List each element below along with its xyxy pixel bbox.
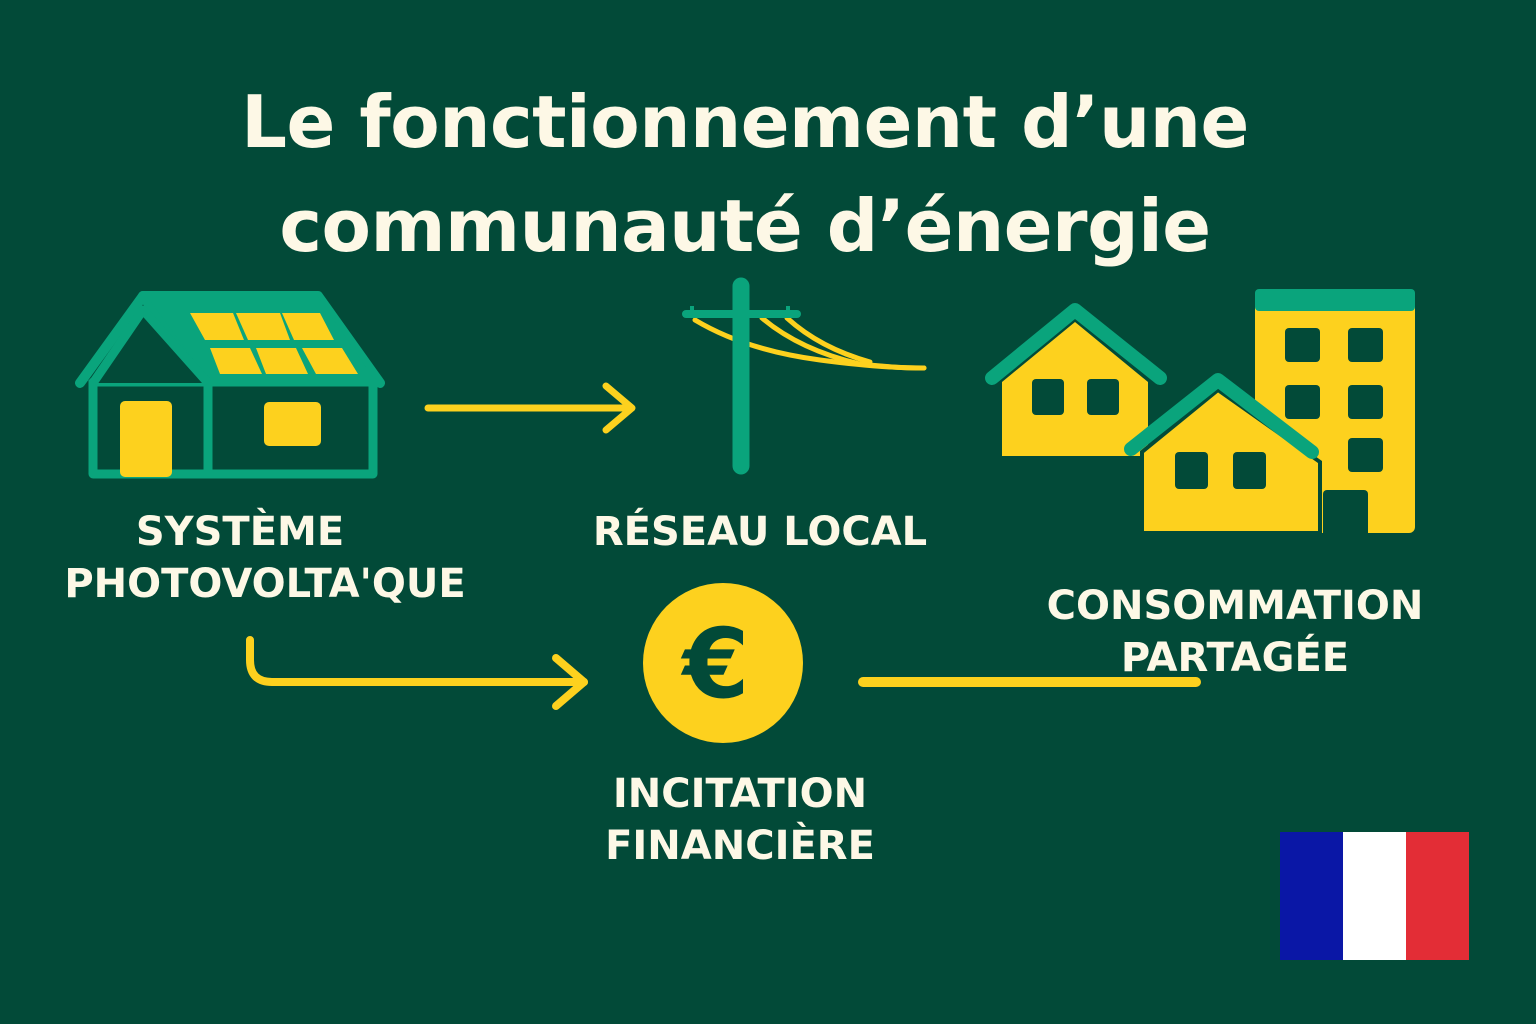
- label-consumption-line-1: CONSOMMATION: [1046, 583, 1424, 629]
- euro-coin-icon: €: [643, 583, 803, 743]
- label-incentive-line-1: INCITATION: [612, 771, 868, 817]
- label-pv-line-1: SYSTÈME: [135, 509, 345, 555]
- title-line-2: communauté d’énergie: [279, 184, 1211, 268]
- label-incentive: INCITATION FINANCIÈRE: [540, 768, 940, 872]
- label-consumption: CONSOMMATION PARTAGÉE: [1020, 580, 1450, 684]
- buildings-icon: [985, 289, 1415, 538]
- power-pole-icon: [682, 277, 927, 475]
- france-flag-icon: [1280, 832, 1469, 960]
- page-title: Le fonctionnement d’une communauté d’éne…: [0, 70, 1490, 278]
- flag-white-band: [1343, 832, 1406, 960]
- flag-blue-band: [1280, 832, 1343, 960]
- label-pv: SYSTÈME PHOTOVOLTA'QUE: [50, 506, 480, 610]
- arrow-pv-to-incentive: [246, 636, 588, 710]
- label-incentive-line-2: FINANCIÈRE: [605, 823, 875, 869]
- label-consumption-line-2: PARTAGÉE: [1120, 635, 1350, 681]
- flag-red-band: [1406, 832, 1469, 960]
- title-line-1: Le fonctionnement d’une: [241, 80, 1249, 164]
- arrow-pv-to-grid: [424, 382, 636, 434]
- label-grid-line-1: RÉSEAU LOCAL: [592, 509, 928, 555]
- label-pv-line-2: PHOTOVOLTA'QUE: [64, 561, 466, 607]
- solar-house-icon: [75, 291, 385, 479]
- svg-text:€: €: [681, 608, 750, 720]
- label-grid: RÉSEAU LOCAL: [560, 506, 960, 558]
